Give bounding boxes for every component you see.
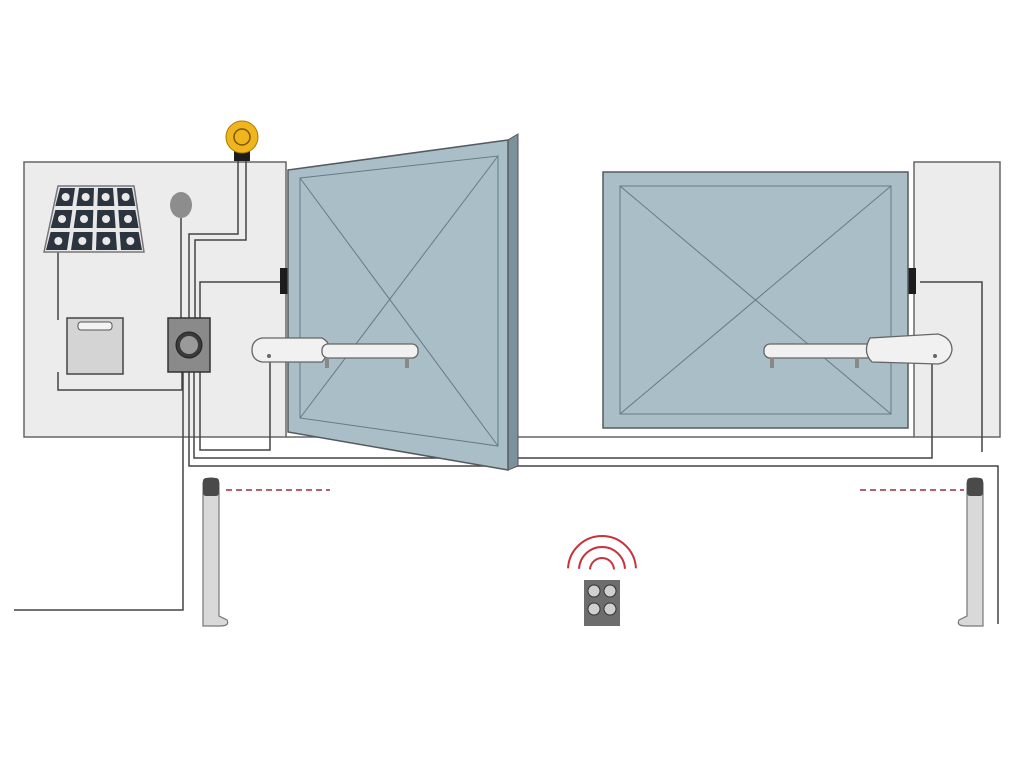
signal-arc bbox=[589, 557, 615, 570]
signal-arc bbox=[578, 546, 626, 569]
remote-button bbox=[587, 602, 601, 616]
left-gate-brace-2 bbox=[299, 155, 499, 419]
solar-cell-dot bbox=[101, 193, 110, 201]
solar-panel-icon bbox=[43, 185, 145, 253]
remote-button bbox=[603, 602, 617, 616]
solar-cell-dot bbox=[102, 237, 111, 245]
left-motor-pivot bbox=[267, 354, 271, 358]
left-gate-brace-1 bbox=[299, 177, 499, 447]
warning-lamp-icon bbox=[225, 120, 259, 161]
antenna-head bbox=[170, 192, 192, 218]
battery-handle bbox=[77, 321, 113, 331]
left-motor-arm bbox=[321, 343, 419, 359]
wire-right-gate bbox=[920, 281, 983, 452]
right-photocell-post-icon bbox=[957, 477, 984, 627]
wire-lamp-2 bbox=[194, 160, 247, 318]
right-hinge-icon bbox=[908, 268, 916, 294]
control-unit-icon bbox=[167, 317, 211, 373]
wire-mains bbox=[14, 372, 184, 611]
right-post-lens bbox=[967, 478, 983, 496]
solar-cell-dot bbox=[81, 193, 90, 201]
wire-photocells bbox=[188, 372, 999, 624]
right-actuator-icon bbox=[763, 333, 953, 368]
solar-cell-dot bbox=[121, 193, 130, 201]
control-knob bbox=[180, 336, 198, 354]
solar-cell-dot bbox=[80, 215, 88, 223]
solar-cell-dot bbox=[78, 237, 87, 245]
right-motor-bracket-1 bbox=[770, 358, 774, 368]
lamp-dome bbox=[225, 120, 259, 154]
left-gate-edge bbox=[507, 133, 519, 471]
left-hinge-icon bbox=[280, 268, 288, 294]
right-motor-bracket-2 bbox=[855, 358, 859, 368]
right-pillar-wall bbox=[913, 161, 1001, 438]
left-post-body bbox=[202, 477, 229, 627]
right-wall-block bbox=[913, 161, 1001, 438]
solar-cell-dot bbox=[54, 237, 63, 245]
wire-left-motor bbox=[199, 360, 271, 451]
lamp-lens bbox=[233, 128, 251, 146]
right-gate bbox=[602, 171, 909, 429]
left-motor-body bbox=[251, 337, 331, 363]
right-gate-frame bbox=[619, 185, 892, 415]
wire-lamp bbox=[188, 160, 239, 318]
right-gate-brace-2 bbox=[619, 185, 892, 415]
wiring bbox=[14, 160, 999, 624]
wire-right-motor bbox=[193, 360, 933, 459]
remote-button bbox=[587, 584, 601, 598]
solar-cell-dot bbox=[58, 215, 66, 223]
signal-waves-icon bbox=[567, 535, 637, 570]
left-photocell-post-icon bbox=[202, 477, 229, 627]
right-post-body bbox=[957, 477, 984, 627]
battery-box-icon bbox=[66, 317, 124, 375]
left-actuator-icon bbox=[251, 337, 419, 368]
left-gate bbox=[287, 133, 519, 471]
right-motor-arm bbox=[763, 343, 877, 359]
remote-control-icon bbox=[584, 580, 620, 626]
wire-left-gate bbox=[199, 281, 286, 318]
solar-cell-dot bbox=[61, 193, 70, 201]
remote-button bbox=[603, 584, 617, 598]
left-post-lens bbox=[203, 478, 219, 496]
battery-box bbox=[66, 317, 124, 375]
right-motor-pivot bbox=[933, 354, 937, 358]
solar-cell-dot bbox=[102, 215, 110, 223]
right-motor-body bbox=[865, 333, 953, 365]
left-motor-bracket-1 bbox=[325, 358, 329, 368]
left-motor-bracket-2 bbox=[405, 358, 409, 368]
solar-cell-dot bbox=[126, 237, 135, 245]
antenna-icon bbox=[170, 192, 192, 218]
solar-cell-dot bbox=[124, 215, 132, 223]
wire-battery bbox=[57, 372, 183, 391]
signal-arc bbox=[567, 535, 637, 569]
